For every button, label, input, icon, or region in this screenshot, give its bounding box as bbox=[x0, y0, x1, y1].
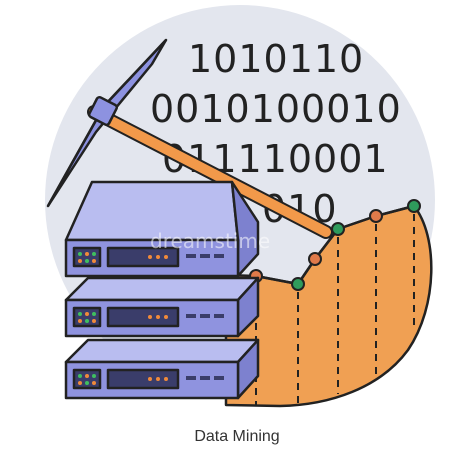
chart-dot bbox=[308, 252, 322, 266]
chart-dot bbox=[369, 209, 383, 223]
server-unit-middle bbox=[64, 276, 260, 338]
pickaxe-icon bbox=[46, 38, 333, 239]
chart-dot bbox=[407, 199, 421, 213]
binary-line-2: 0010100010 bbox=[150, 87, 402, 131]
watermark-text: dreamstime bbox=[150, 229, 270, 253]
server-unit-top bbox=[64, 180, 260, 278]
line-chart-icon bbox=[224, 199, 433, 408]
caption-label: Data Mining bbox=[194, 428, 280, 445]
binary-line-1: 1010110 bbox=[188, 37, 364, 81]
chart-dot bbox=[291, 277, 305, 291]
chart-dot bbox=[331, 222, 345, 236]
server-stack-icon bbox=[64, 180, 260, 400]
server-unit-bottom bbox=[64, 338, 260, 400]
